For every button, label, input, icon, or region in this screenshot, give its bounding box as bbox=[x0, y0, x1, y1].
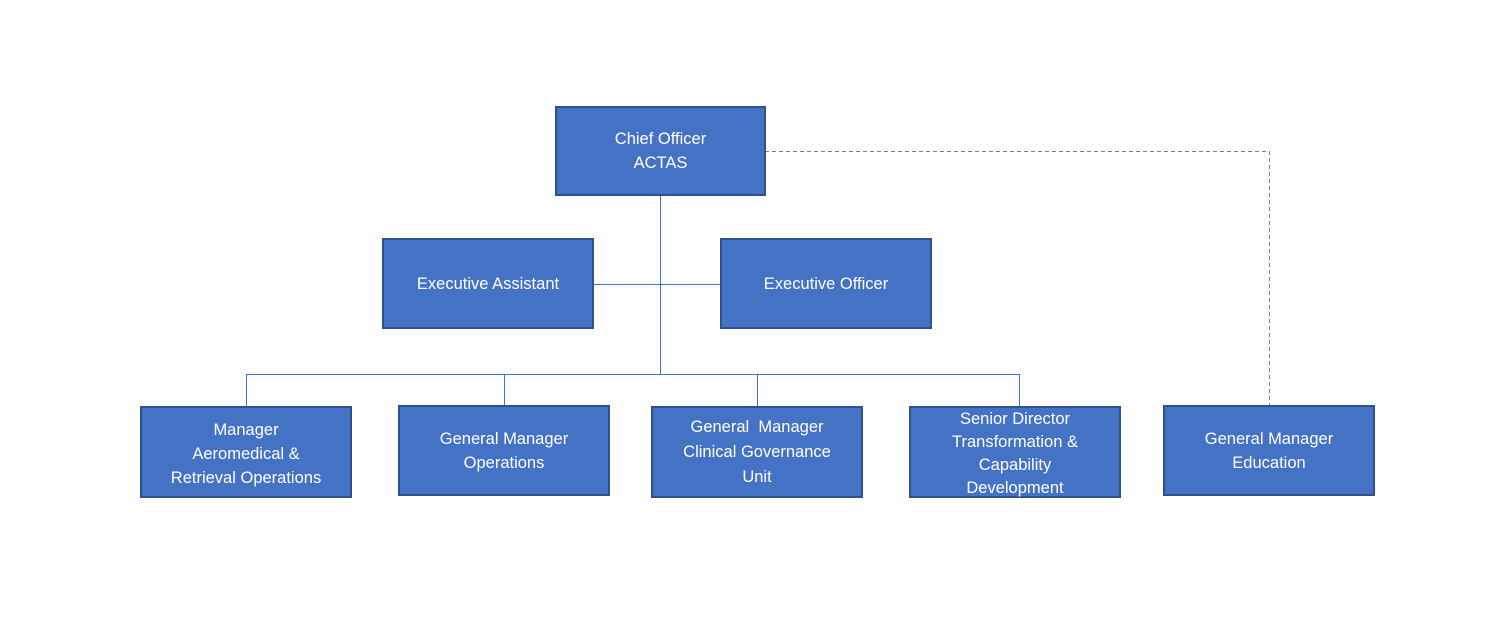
dotted-connector-education bbox=[765, 151, 1270, 406]
node-line: General Manager bbox=[1204, 429, 1334, 448]
node-line: ACTAS bbox=[633, 154, 688, 172]
node-line: Chief Officer bbox=[614, 130, 707, 148]
node-senior-director-transformation: Senior Director Transformation & Capabil… bbox=[909, 406, 1121, 498]
node-line: Manager bbox=[213, 421, 279, 439]
node-line: Senior Director bbox=[959, 410, 1071, 428]
node-gm-operations: General Manager Operations bbox=[398, 405, 610, 496]
node-line: Capability bbox=[978, 456, 1052, 474]
node-line: Transformation & bbox=[952, 433, 1078, 451]
node-executive-assistant: Executive Assistant bbox=[382, 238, 594, 329]
node-line: Education bbox=[1232, 453, 1306, 472]
node-line: Operations bbox=[463, 453, 545, 472]
node-line: Executive Officer bbox=[763, 274, 889, 293]
node-line: Clinical Governance bbox=[683, 442, 831, 461]
node-manager-aeromedical: Manager Aeromedical & Retrieval Operatio… bbox=[140, 406, 352, 498]
node-chief-officer: Chief Officer ACTAS bbox=[555, 106, 766, 196]
node-line: Aeromedical & bbox=[192, 445, 300, 463]
node-line: Executive Assistant bbox=[416, 274, 560, 293]
node-line: Retrieval Operations bbox=[170, 469, 322, 487]
node-line: General Manager bbox=[439, 429, 569, 448]
node-line: Unit bbox=[742, 467, 772, 486]
node-line: General Manager bbox=[690, 417, 824, 436]
node-executive-officer: Executive Officer bbox=[720, 238, 932, 329]
node-gm-clinical-governance: General Manager Clinical Governance Unit bbox=[651, 406, 863, 498]
node-line: Development bbox=[966, 479, 1064, 497]
node-gm-education: General Manager Education bbox=[1163, 405, 1375, 496]
